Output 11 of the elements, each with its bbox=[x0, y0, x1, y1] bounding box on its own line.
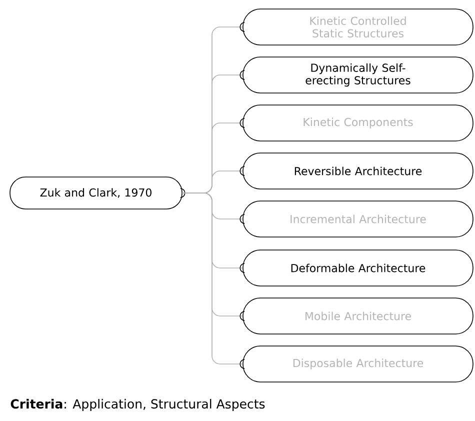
topic-box: Zuk and Clark, 1970 bbox=[10, 176, 182, 210]
subtopic-box: Kinetic Components bbox=[242, 104, 474, 142]
subtopic-box: Kinetic Controlled Static Structures bbox=[242, 8, 474, 46]
subtopic-box: Incremental Architecture bbox=[242, 200, 474, 238]
connector bbox=[182, 192, 243, 364]
subtopic-box: Mobile Architecture bbox=[242, 298, 474, 334]
subtopic-box: Deformable Architecture bbox=[242, 250, 474, 286]
criteria-note: Criteria: Application, Structural Aspects bbox=[10, 398, 265, 412]
subtopic-box: Disposable Architecture bbox=[242, 346, 474, 382]
subtopic-box: Reversible Architecture bbox=[242, 152, 474, 190]
subtopic-box: Dynamically Self-erecting Structures bbox=[242, 56, 474, 94]
